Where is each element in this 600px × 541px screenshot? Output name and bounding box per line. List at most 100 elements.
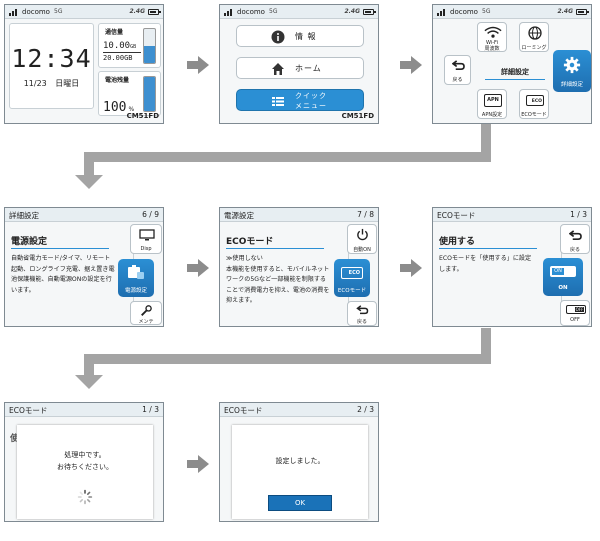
done-message: 設定しました。 xyxy=(275,457,325,465)
hub-center-title: 詳細設定 xyxy=(501,68,529,76)
back-icon xyxy=(356,305,369,315)
back-tile[interactable]: 戻る xyxy=(444,55,471,85)
traffic-gauge xyxy=(143,28,156,64)
done-dialog: 設定しました。 OK xyxy=(232,425,368,519)
flow-connector xyxy=(84,354,94,376)
band-label: 2.4G xyxy=(129,8,145,15)
processing-message: 処理中です。 お待ちください。 xyxy=(57,451,113,471)
back-icon xyxy=(452,60,465,70)
info-icon xyxy=(271,30,285,44)
flow-connector xyxy=(481,124,491,162)
list-icon xyxy=(272,97,284,106)
screen-home: docomo 5G 2.4G 12:34 11/23 日曜日 通信量 10.00… xyxy=(4,4,164,124)
flow-arrow xyxy=(75,375,103,389)
description-text: ECOモードを「使用する」に設定します。 xyxy=(439,255,532,273)
on-tile[interactable]: ON ON xyxy=(543,258,583,296)
ok-button[interactable]: OK xyxy=(268,495,332,511)
apn-settings-tile[interactable]: APN APN設定 xyxy=(477,89,507,119)
apn-icon: APN xyxy=(484,94,502,107)
battery-icon xyxy=(363,9,376,15)
flow-arrow xyxy=(400,56,422,74)
screen-menu: docomo 5G 2.4G 情 報 ホーム クイック メニュー CM51FD xyxy=(219,4,379,124)
home-button[interactable]: ホーム xyxy=(236,57,364,79)
off-tile[interactable]: OFF OFF xyxy=(560,300,590,326)
flow-arrow xyxy=(187,259,209,277)
description-text: 自動省電力モード/タイマ、リモート起動、ロングライフ充電、据え置き電池保護機能、… xyxy=(11,255,115,294)
display-icon xyxy=(139,229,155,241)
network-label: 5G xyxy=(54,8,63,15)
clock-date: 11/23 xyxy=(23,79,47,88)
auto-on-tile[interactable]: 自動ON xyxy=(347,224,377,254)
back-tile[interactable]: 戻る xyxy=(347,301,377,326)
model-label: CM51FD xyxy=(126,112,159,120)
gear-icon xyxy=(563,56,581,74)
quick-menu-button[interactable]: クイック メニュー xyxy=(236,89,364,111)
flow-connector xyxy=(84,354,491,364)
clock-panel: 12:34 11/23 日曜日 xyxy=(9,23,94,109)
traffic-label: 通信量 xyxy=(105,29,124,36)
battery-settings-icon xyxy=(128,265,144,279)
eco-icon: ECO xyxy=(341,267,363,279)
battery-value: 100 xyxy=(103,100,127,115)
flow-arrow xyxy=(187,56,209,74)
model-label: CM51FD xyxy=(341,112,374,120)
carrier-label: docomo xyxy=(22,8,50,16)
flow-connector xyxy=(481,328,491,364)
toggle-on-icon: ON xyxy=(550,266,576,277)
page-title: 使用する xyxy=(439,237,476,247)
eco-mode-tile[interactable]: ECO ECOモード xyxy=(334,259,370,297)
description-text: ≫使用しない 本機能を使用すると、モバイルネットワークの5Gなど一部機能を制限す… xyxy=(226,255,330,304)
roaming-tile[interactable]: ローミング xyxy=(519,22,549,52)
detail-settings-tile[interactable]: 詳細設定 xyxy=(553,50,591,92)
wrench-icon xyxy=(141,305,152,316)
battery-icon xyxy=(148,9,161,15)
traffic-used: 10.00 xyxy=(103,41,131,51)
traffic-panel: 通信量 10.00GB 20.00GB xyxy=(98,23,161,68)
spinner-icon xyxy=(77,489,93,505)
back-icon xyxy=(569,230,582,240)
clock-weekday: 日曜日 xyxy=(55,79,80,88)
battery-gauge xyxy=(143,76,156,112)
traffic-total: 20.00GB xyxy=(103,54,133,62)
signal-icon xyxy=(9,8,19,16)
flow-arrow xyxy=(400,259,422,277)
toggle-off-icon: OFF xyxy=(566,305,586,314)
page-title: ECOモード xyxy=(226,237,274,247)
eco-mode-tile[interactable]: ECO ECOモード xyxy=(519,89,549,119)
back-tile[interactable]: 戻る xyxy=(560,224,590,254)
battery-panel: 電池残量 100% xyxy=(98,71,161,116)
disp-tile[interactable]: Disp xyxy=(130,224,162,254)
page-title: 電源設定 xyxy=(11,237,48,247)
power-icon xyxy=(357,228,368,241)
globe-icon xyxy=(528,26,542,40)
processing-dialog: 処理中です。 お待ちください。 xyxy=(17,425,153,519)
power-settings-tile[interactable]: 電源設定 xyxy=(118,259,154,297)
clock-time: 12:34 xyxy=(11,44,92,73)
maintenance-tile[interactable]: メンテ xyxy=(130,301,162,325)
info-button[interactable]: 情 報 xyxy=(236,25,364,47)
wifi-icon xyxy=(484,26,502,38)
eco-icon: ECO xyxy=(526,95,544,106)
battery-icon xyxy=(576,9,589,15)
wifi-frequency-tile[interactable]: Wi-Fi 周波数 xyxy=(477,22,507,52)
flow-arrow xyxy=(75,175,103,189)
flow-connector xyxy=(84,152,491,162)
flow-connector xyxy=(84,152,94,176)
status-bar: docomo 5G 2.4G xyxy=(433,5,591,19)
signal-icon xyxy=(224,8,234,16)
status-bar: docomo 5G 2.4G xyxy=(5,5,163,19)
screen-detail-hub: docomo 5G 2.4G Wi-Fi 周波数 ローミング 戻る 詳細設定 詳… xyxy=(432,4,592,124)
signal-icon xyxy=(437,8,447,16)
status-bar: docomo 5G 2.4G xyxy=(220,5,378,19)
battery-label: 電池残量 xyxy=(105,77,130,84)
